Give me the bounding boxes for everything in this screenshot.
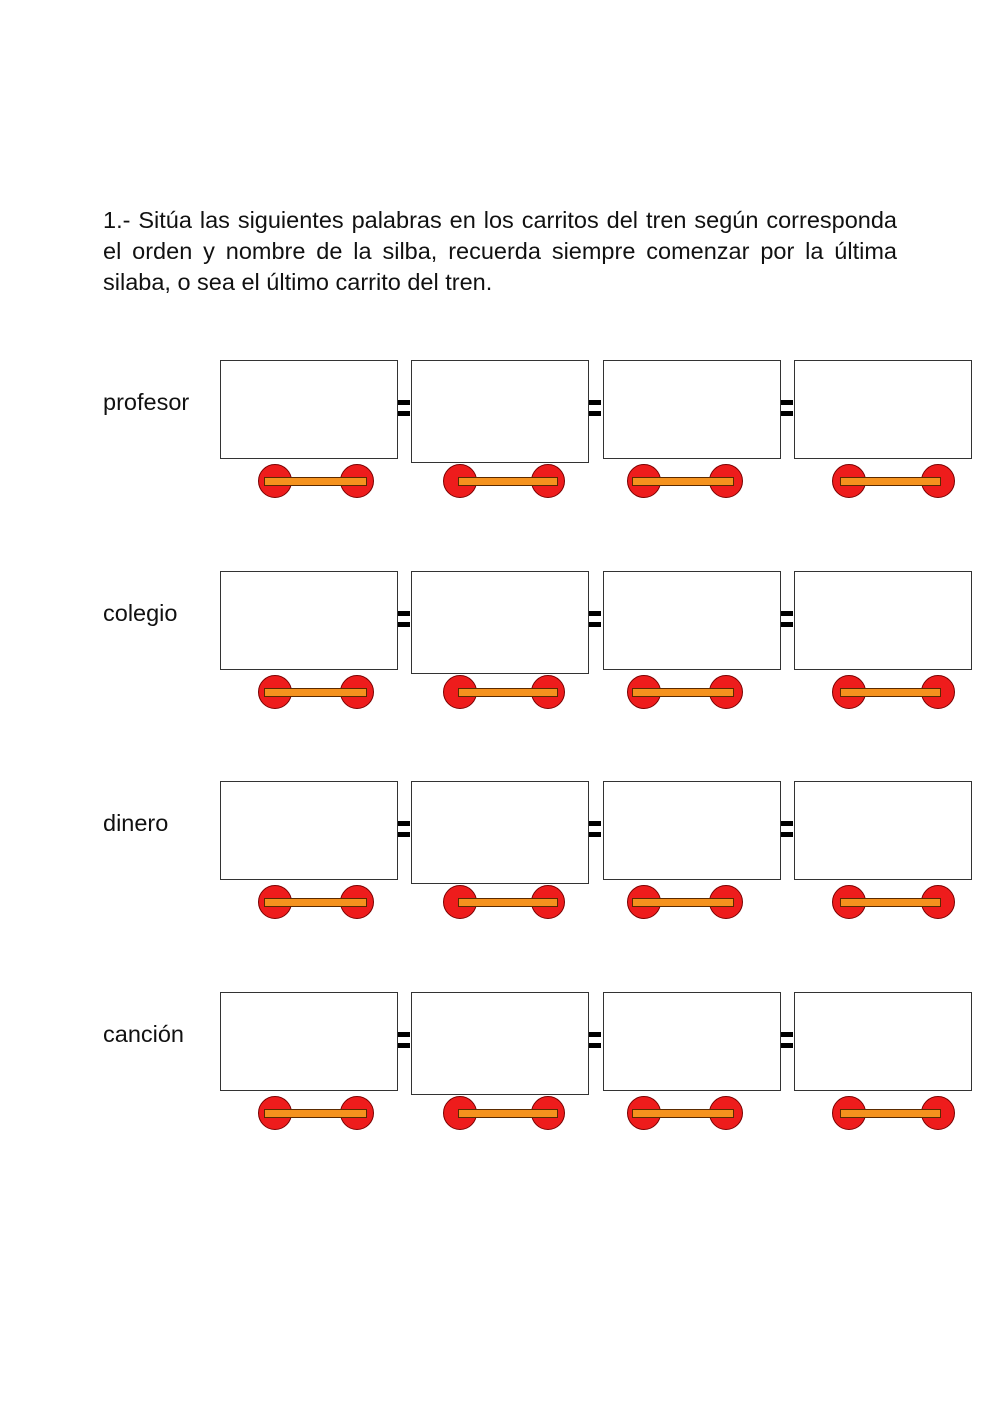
syllable-box-2[interactable] [411, 360, 589, 463]
syllable-box-3[interactable] [603, 781, 781, 880]
axle-icon [840, 1109, 941, 1118]
syllable-box-2[interactable] [411, 571, 589, 674]
axle-icon [840, 898, 941, 907]
axle-icon [458, 477, 558, 486]
syllable-box-3[interactable] [603, 992, 781, 1091]
axle-icon [632, 1109, 734, 1118]
syllable-box-3[interactable] [603, 571, 781, 670]
axle-icon [632, 898, 734, 907]
word-label: canción [103, 1021, 184, 1047]
axle-icon [840, 477, 941, 486]
axle-icon [264, 898, 367, 907]
syllable-box-4[interactable] [794, 360, 972, 459]
coupler-icon [781, 411, 793, 416]
syllable-box-2[interactable] [411, 781, 589, 884]
coupler-icon [398, 622, 410, 627]
syllable-box-1[interactable] [220, 992, 398, 1091]
instructions-text: 1.- Sitúa las siguientes palabras en los… [103, 207, 897, 295]
axle-icon [458, 1109, 558, 1118]
word-label: dinero [103, 810, 169, 836]
axle-icon [264, 477, 367, 486]
coupler-icon [781, 832, 793, 837]
syllable-box-1[interactable] [220, 360, 398, 459]
word-label: profesor [103, 389, 190, 415]
coupler-icon [589, 400, 601, 405]
coupler-icon [781, 611, 793, 616]
syllable-box-1[interactable] [220, 781, 398, 880]
word-label: colegio [103, 600, 178, 626]
coupler-icon [589, 832, 601, 837]
coupler-icon [589, 622, 601, 627]
coupler-icon [589, 821, 601, 826]
syllable-box-3[interactable] [603, 360, 781, 459]
coupler-icon [781, 1043, 793, 1048]
syllable-box-4[interactable] [794, 571, 972, 670]
coupler-icon [398, 611, 410, 616]
coupler-icon [398, 821, 410, 826]
axle-icon [840, 688, 941, 697]
coupler-icon [589, 611, 601, 616]
axle-icon [632, 477, 734, 486]
axle-icon [264, 688, 367, 697]
coupler-icon [589, 1032, 601, 1037]
syllable-box-2[interactable] [411, 992, 589, 1095]
coupler-icon [398, 1032, 410, 1037]
coupler-icon [589, 1043, 601, 1048]
coupler-icon [398, 1043, 410, 1048]
coupler-icon [398, 411, 410, 416]
axle-icon [632, 688, 734, 697]
coupler-icon [781, 821, 793, 826]
coupler-icon [398, 832, 410, 837]
axle-icon [458, 898, 558, 907]
syllable-box-4[interactable] [794, 781, 972, 880]
coupler-icon [781, 1032, 793, 1037]
coupler-icon [589, 411, 601, 416]
syllable-box-4[interactable] [794, 992, 972, 1091]
axle-icon [458, 688, 558, 697]
coupler-icon [398, 400, 410, 405]
axle-icon [264, 1109, 367, 1118]
syllable-box-1[interactable] [220, 571, 398, 670]
coupler-icon [781, 622, 793, 627]
coupler-icon [781, 400, 793, 405]
